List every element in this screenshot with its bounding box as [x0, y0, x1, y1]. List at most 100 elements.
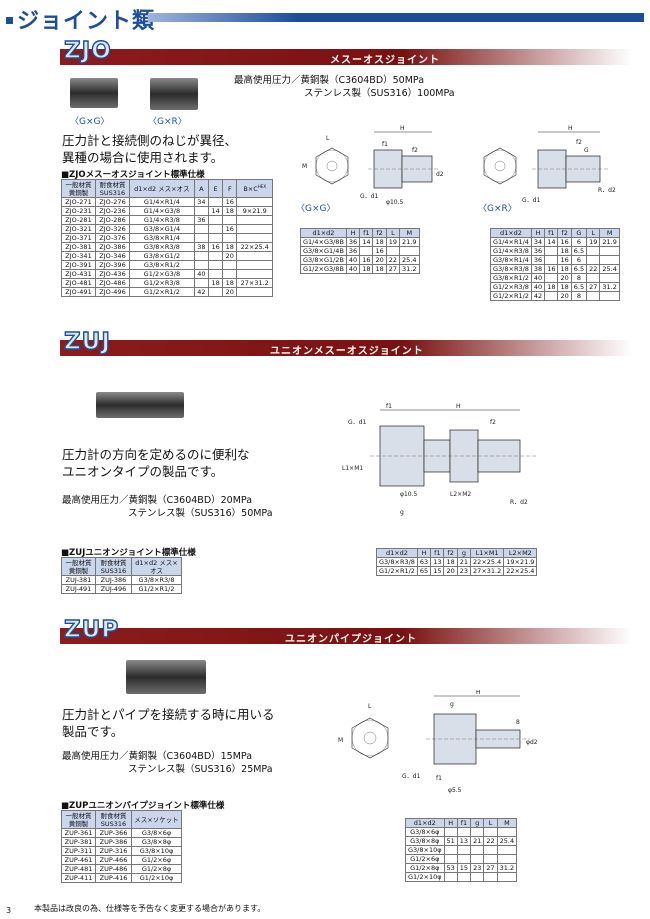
table-cell: 14	[359, 237, 374, 247]
table-cell: G1/2×6φ	[405, 854, 445, 864]
table-cell	[207, 197, 224, 207]
table-cell	[193, 260, 209, 270]
zuj-pressure-line1: 最高使用圧力／黄銅製（C3604BD）20MPa	[62, 495, 253, 506]
table-cell: G3/8×10φ	[131, 846, 182, 856]
table-cell: G3/8×8φ	[405, 836, 445, 846]
col-brass: 一般材質 黄銅製	[61, 557, 96, 576]
table-cell	[222, 269, 238, 279]
zup-code: ZUP	[63, 616, 120, 643]
column-header: H	[345, 228, 361, 238]
table-cell: 27×31.2	[236, 278, 273, 288]
table-cell: ZUJ-381	[61, 575, 96, 585]
column-header: f1	[359, 228, 374, 238]
column-header: d1×d2	[490, 228, 532, 238]
zuj-desc-line1: 圧力計の方向を定めるのに便利な	[62, 447, 250, 462]
table-cell	[599, 246, 620, 256]
table-cell: ZUP-416	[95, 873, 132, 883]
table-cell: ZJO-231	[61, 206, 96, 216]
zuj-photo	[96, 392, 184, 418]
table-cell: ZUJ-491	[61, 584, 96, 594]
table-cell: 22×25.4	[503, 566, 538, 576]
table-cell: 16	[222, 224, 238, 234]
table-cell	[599, 291, 620, 301]
column-header: L1×M1	[470, 548, 505, 558]
header-square-icon	[6, 17, 13, 24]
zuj-dim-h: H	[456, 403, 461, 410]
table-cell: ZUP-316	[95, 846, 132, 856]
table-cell: 6.5	[570, 264, 588, 274]
table-cell: 42	[530, 291, 546, 301]
table-cell: G1/2×G3/8B	[300, 264, 347, 274]
zuj-dim-l1m1: L1×M1	[342, 465, 363, 472]
table-cell: 25.4	[496, 836, 518, 846]
table-cell: 65	[416, 566, 432, 576]
zuj-table-title: ■ZUJユニオンジョイント標準仕様	[61, 548, 196, 558]
table-cell: 16	[372, 246, 387, 256]
table-cell	[586, 255, 601, 265]
table-cell	[236, 197, 273, 207]
dim-label-m: M	[302, 163, 307, 170]
zup-dim-g: g	[450, 701, 454, 708]
table-cell	[483, 827, 498, 837]
table-cell: 31.2	[496, 863, 518, 873]
table-cell: 40	[530, 273, 546, 283]
zup-pressure-line2: ステンレス製（SUS316）25MPa	[128, 764, 273, 775]
dim-label-gd1: G．d1	[360, 193, 378, 200]
table-cell	[586, 291, 601, 301]
zuj-pressure: 最高使用圧力／黄銅製（C3604BD）20MPa ステンレス製（SUS316）5…	[62, 494, 273, 520]
zup-section-bar	[60, 628, 632, 644]
dim-label-phi105: φ10.5	[386, 199, 404, 206]
zup-drawing: L M H g f1 8 φd2 G．d1 φ5.5	[338, 690, 538, 794]
dim-label-g-gr: G	[584, 147, 589, 154]
table-cell: 25.4	[399, 255, 420, 265]
table-cell: 38	[193, 242, 209, 252]
table-cell: 18	[372, 237, 387, 247]
table-cell	[207, 269, 224, 279]
table-cell	[456, 845, 472, 855]
table-cell: G1/2×10φ	[405, 872, 445, 882]
table-cell	[496, 827, 518, 837]
table-cell	[470, 854, 485, 864]
table-cell: 18	[544, 282, 559, 292]
table-cell: 34	[530, 237, 546, 247]
table-cell: 23	[456, 566, 472, 576]
table-cell: ZJO-496	[95, 287, 130, 297]
table-cell: 22×25.4	[236, 242, 273, 252]
table-cell: 16	[544, 264, 559, 274]
table-cell	[599, 273, 620, 283]
table-cell: G3/8×R1/2	[129, 260, 195, 270]
table-cell	[193, 251, 209, 261]
table-cell	[470, 872, 485, 882]
table-cell	[544, 273, 559, 283]
table-cell	[443, 872, 458, 882]
zuj-drawing: f1 H f2 G．d1 L1×M1 φ10.5 L2×M2 R．d2 g	[342, 403, 536, 516]
table-cell: G1/2×R1/2	[376, 566, 418, 576]
table-cell	[456, 827, 472, 837]
table-cell: 18	[207, 278, 224, 288]
zup-table-title: ■ZUPユニオンパイプジョイント標準仕様	[61, 801, 225, 811]
table-cell: 38	[530, 264, 546, 274]
dim-label-gd1-gr: G．d1	[522, 197, 540, 204]
table-cell: 16	[222, 197, 238, 207]
zjo-drawing-gg: H L M f1 f2 G．d1 d2 φ10.5	[302, 125, 444, 206]
table-cell: 6	[570, 237, 588, 247]
col-d1d2: d1×d2 メス×オス	[131, 557, 182, 576]
table-cell	[483, 854, 498, 864]
zjo-drawing-label-gr: 〈G×R〉	[478, 204, 517, 214]
zup-pressure: 最高使用圧力／黄銅製（C3604BD）15MPa ステンレス製（SUS316）2…	[62, 750, 273, 776]
table-cell: 27×31.2	[470, 566, 505, 576]
table-cell: ZJO-491	[61, 287, 96, 297]
table-cell: ZJO-431	[61, 269, 96, 279]
table-row: G1/2×6φ	[405, 854, 518, 864]
zuj-description: 圧力計の方向を定めるのに便利な ユニオンタイプの製品です。	[62, 446, 250, 480]
table-cell: 36	[345, 246, 361, 256]
table-cell: 16	[207, 242, 224, 252]
